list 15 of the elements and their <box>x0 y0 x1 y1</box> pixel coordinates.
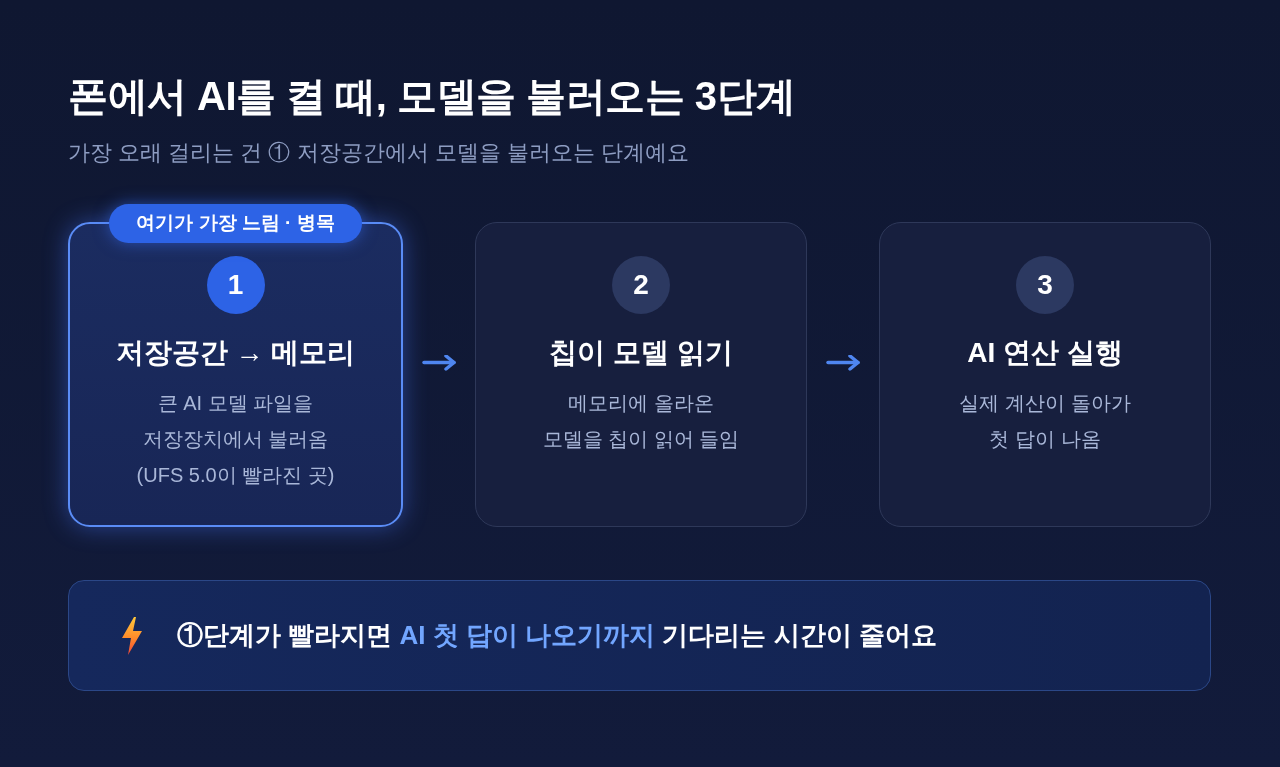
subtitle: 가장 오래 걸리는 건 ① 저장공간에서 모델을 불러오는 단계예요 <box>68 139 689 167</box>
step-title: 저장공간 → 메모리 <box>115 336 356 370</box>
summary-text: ①단계가 빨라지면 AI 첫 답이 나오기까지 기다리는 시간이 줄어요 <box>177 619 937 652</box>
step-card <box>475 222 807 527</box>
step-description: 실제 계산이 돌아가 첫 답이 나옴 <box>958 391 1132 452</box>
step-title: 칩이 모델 읽기 <box>549 336 733 370</box>
step-description: 큰 AI 모델 파일을 저장장치에서 불러옴 (UFS 5.0이 빨라진 곳) <box>135 391 336 488</box>
summary-banner <box>68 580 1211 691</box>
step-description: 메모리에 올라온 모델을 칩이 읽어 들임 <box>541 391 741 452</box>
step-title: AI 연산 실행 <box>967 336 1123 370</box>
step-card <box>879 222 1211 527</box>
arrow <box>422 354 456 371</box>
highlight-badge: 여기가 가장 느림 · 병목 <box>109 204 362 243</box>
arrow <box>826 354 860 371</box>
page-title: 폰에서 AI를 켤 때, 모델을 불러오는 3단계 <box>68 73 796 120</box>
